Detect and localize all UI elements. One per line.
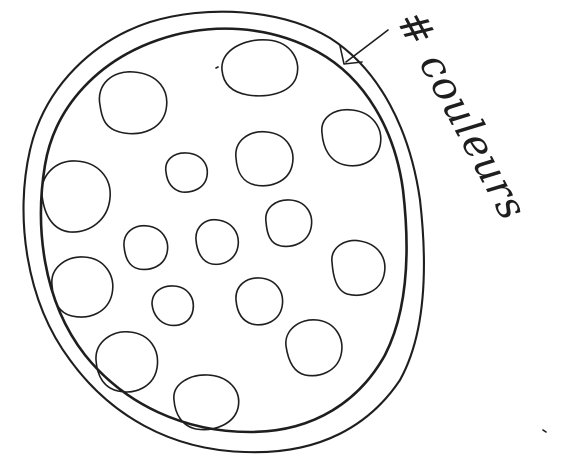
- stray-mark: [216, 67, 218, 68]
- pepperoni-slice: [96, 332, 158, 392]
- pizza-inner-edge: [41, 29, 407, 432]
- pepperoni-slice: [152, 286, 193, 326]
- pepperoni-slice: [166, 153, 208, 192]
- pepperoni-slice: [236, 132, 293, 186]
- label-group: # couleurs: [387, 3, 536, 228]
- pepperoni-slice: [266, 200, 312, 246]
- pepperoni-slice: [42, 161, 110, 232]
- pepperoni-slice: [322, 110, 381, 166]
- pepperoni-slice: [196, 220, 238, 265]
- pepperoni-slice: [99, 72, 166, 134]
- pepperoni-slice: [286, 320, 342, 376]
- pepperoni-slices: [42, 40, 385, 430]
- pepperoni-slice: [124, 226, 168, 270]
- handwritten-label: # couleurs: [387, 3, 536, 228]
- arrow-shaft: [346, 30, 388, 62]
- stray-mark: [543, 430, 546, 432]
- pepperoni-slice: [52, 257, 113, 317]
- pepperoni-slice: [332, 240, 385, 295]
- pepperoni-slice: [222, 40, 298, 96]
- pepperoni-slice: [236, 278, 283, 325]
